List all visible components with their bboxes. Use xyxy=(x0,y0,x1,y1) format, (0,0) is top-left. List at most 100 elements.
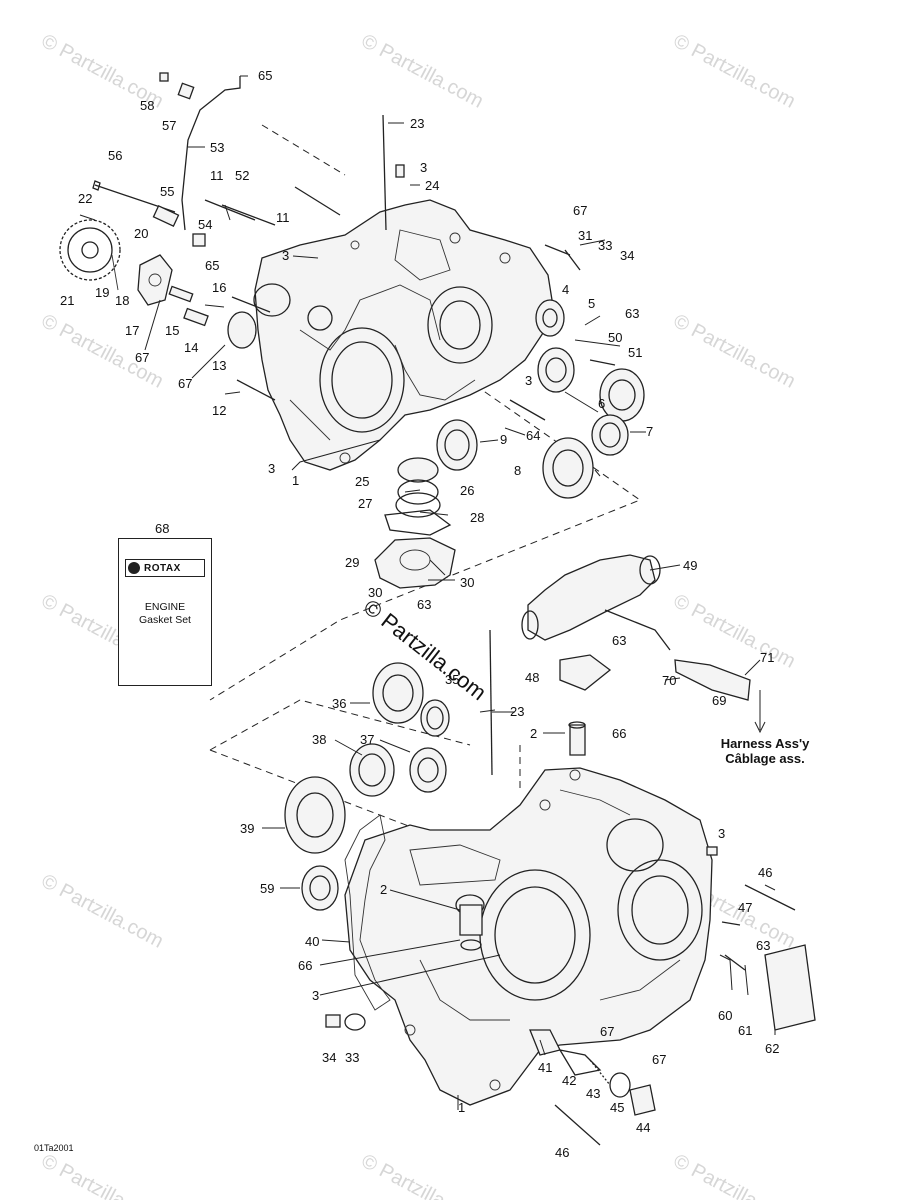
part-label: 30 xyxy=(460,575,474,590)
part-label: 5 xyxy=(588,296,595,311)
part-label: 58 xyxy=(140,98,154,113)
part-label: 14 xyxy=(184,340,198,355)
part-label: 34 xyxy=(620,248,634,263)
part-label: 35 xyxy=(445,672,459,687)
part-label: 12 xyxy=(212,403,226,418)
part-label: 44 xyxy=(636,1120,650,1135)
part-label: 6 xyxy=(598,396,605,411)
part-label: 52 xyxy=(235,168,249,183)
part-label: 54 xyxy=(198,217,212,232)
part-label: 67 xyxy=(652,1052,666,1067)
part-label: 56 xyxy=(108,148,122,163)
part-label: 8 xyxy=(514,463,521,478)
part-label: 25 xyxy=(355,474,369,489)
part-label: 1 xyxy=(458,1100,465,1115)
part-label: 43 xyxy=(586,1086,600,1101)
bolts-upper xyxy=(92,72,616,421)
part-label: 23 xyxy=(510,704,524,719)
part-label: 65 xyxy=(258,68,272,83)
part-label: 50 xyxy=(608,330,622,345)
part-label: 41 xyxy=(538,1060,552,1075)
part-label: 18 xyxy=(115,293,129,308)
lower-small-parts xyxy=(325,846,816,1146)
part-label: 65 xyxy=(205,258,219,273)
watermark: © Partzilla.com xyxy=(38,1150,167,1200)
lower-crankcase xyxy=(344,767,713,1106)
part-label: 63 xyxy=(612,633,626,648)
part-label: 63 xyxy=(417,597,431,612)
part-label: 38 xyxy=(312,732,326,747)
part-label: 49 xyxy=(683,558,697,573)
part-label: 37 xyxy=(360,732,374,747)
harness-label: Harness Ass'y Câblage ass. xyxy=(705,736,825,766)
part-labels: 65 58 57 23 53 56 3 24 11 52 55 22 11 20… xyxy=(60,68,779,1160)
part-label: 47 xyxy=(738,900,752,915)
brand-logo: ROTAX xyxy=(125,559,205,577)
crankcase-gasket xyxy=(344,814,391,1011)
part-label: 39 xyxy=(240,821,254,836)
part-label: 26 xyxy=(460,483,474,498)
part-label: 34 xyxy=(322,1050,336,1065)
timing-gear-assembly xyxy=(59,219,173,306)
part-label: 3 xyxy=(268,461,275,476)
part-label: 66 xyxy=(298,958,312,973)
upper-crankcase xyxy=(253,199,553,471)
part-label: 19 xyxy=(95,285,109,300)
diagram-code: 01Ta2001 xyxy=(34,1143,74,1153)
part-label: 17 xyxy=(125,323,139,338)
part-label: 64 xyxy=(526,428,540,443)
part-label: 67 xyxy=(135,350,149,365)
part-label: 2 xyxy=(530,726,537,741)
part-label: 20 xyxy=(134,226,148,241)
part-label: 67 xyxy=(573,203,587,218)
part-label: 60 xyxy=(718,1008,732,1023)
bearings-upper xyxy=(227,299,645,499)
logo-icon xyxy=(128,562,140,574)
part-label: 31 xyxy=(578,228,592,243)
part-label: 59 xyxy=(260,881,274,896)
part-label: 51 xyxy=(628,345,642,360)
kit-line-1: ENGINE xyxy=(144,601,186,613)
starter-motor xyxy=(521,554,766,756)
part-label: 11 xyxy=(210,168,224,183)
part-label: 9 xyxy=(500,432,507,447)
part-label: 22 xyxy=(78,191,92,206)
part-label: 48 xyxy=(525,670,539,685)
leader-lines xyxy=(79,75,776,1110)
part-label: 30 xyxy=(368,585,382,600)
part-label: 11 xyxy=(276,210,290,225)
oil-pump-cover xyxy=(374,457,456,589)
part-label: 55 xyxy=(160,184,174,199)
harness-line-2: Câblage ass. xyxy=(725,751,805,766)
part-label: 7 xyxy=(646,424,653,439)
part-label: 3 xyxy=(420,160,427,175)
part-label: 57 xyxy=(162,118,176,133)
part-label: 63 xyxy=(756,938,770,953)
part-label: 13 xyxy=(212,358,226,373)
part-label: 24 xyxy=(425,178,439,193)
brand-name: ROTAX xyxy=(144,562,181,574)
part-label: 36 xyxy=(332,696,346,711)
gasket-kit-box: ROTAX ENGINE Gasket Set xyxy=(118,538,212,686)
part-label: 45 xyxy=(610,1100,624,1115)
part-label: 15 xyxy=(165,323,179,338)
part-label: 4 xyxy=(562,282,569,297)
part-label: 3 xyxy=(282,248,289,263)
part-label: 27 xyxy=(358,496,372,511)
part-label: 63 xyxy=(625,306,639,321)
kit-line-2: Gasket Set xyxy=(139,614,191,626)
part-label: 16 xyxy=(212,280,226,295)
part-label: 62 xyxy=(765,1041,779,1056)
harness-line-1: Harness Ass'y xyxy=(720,736,810,751)
watermark: © Partzilla.com xyxy=(670,1150,799,1200)
part-label: 21 xyxy=(60,293,74,308)
part-label: 71 xyxy=(760,650,774,665)
watermark: © Partzilla.com xyxy=(670,590,799,673)
bearings-lower xyxy=(284,629,493,911)
part-label: 23 xyxy=(410,116,424,131)
watermark: © Partzilla.com xyxy=(670,310,799,393)
part-label: 42 xyxy=(562,1073,576,1088)
part-label: 3 xyxy=(312,988,319,1003)
part-label: 46 xyxy=(758,865,772,880)
